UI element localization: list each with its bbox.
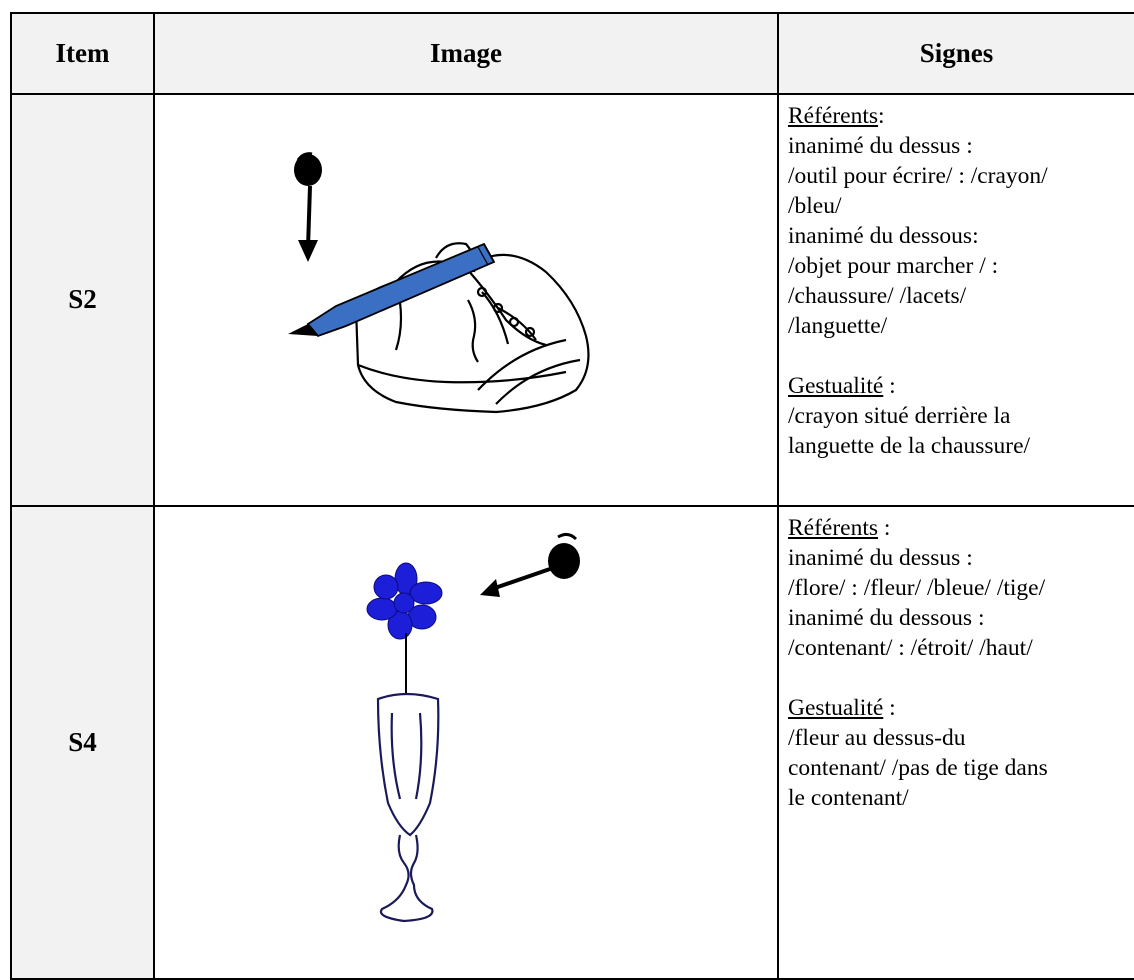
- signs-table: Item Image Signes S2: [10, 12, 1134, 980]
- header-signes: Signes: [777, 12, 1134, 95]
- referents-heading: Référents:: [788, 101, 1128, 131]
- header-item: Item: [10, 12, 155, 95]
- gestualite-line: le contenant/: [788, 785, 909, 812]
- signs-cell: Référents : inanimé du dessus : /flore/ …: [777, 505, 1134, 980]
- referent-line: inanimé du dessus :: [788, 132, 973, 159]
- gestualite-line: /fleur au dessus-du: [788, 725, 966, 752]
- referent-line: /chaussure/ /lacets/: [788, 282, 967, 309]
- referent-line: /objet pour marcher / :: [788, 252, 999, 279]
- signs-cell: Référents: inanimé du dessus : /outil po…: [777, 92, 1134, 508]
- referent-line: /flore/ : /fleur/ /bleue/ /tige/: [788, 575, 1046, 602]
- referents-heading: Référents :: [788, 513, 1128, 543]
- item-label: S2: [10, 92, 155, 508]
- gestualite-heading: Gestualité :: [788, 371, 1128, 401]
- referent-line: /contenant/ : /étroit/ /haut/: [788, 635, 1033, 662]
- gestualite-title: Gestualité: [788, 372, 884, 399]
- spacer: [788, 341, 1128, 371]
- spacer: [788, 663, 1128, 693]
- referent-line: inanimé du dessous :: [788, 605, 985, 632]
- gesture-arrow-icon: [294, 152, 322, 262]
- vase-icon: [376, 692, 440, 922]
- image-cell: [153, 505, 779, 980]
- referents-title: Référents: [788, 515, 879, 542]
- shoe-icon: [354, 242, 590, 414]
- gestualite-line: languette de la chaussure/: [788, 432, 1031, 459]
- referents-colon: :: [878, 102, 885, 129]
- referent-line: inanimé du dessous:: [788, 222, 979, 249]
- gestualite-colon: :: [883, 372, 896, 399]
- gestualite-colon: :: [883, 695, 896, 722]
- gestualite-heading: Gestualité :: [788, 693, 1128, 723]
- table-row: S4: [10, 505, 1134, 980]
- referent-line: inanimé du dessus :: [788, 545, 973, 572]
- referent-line: /outil pour écrire/ : /crayon/: [788, 162, 1048, 189]
- item-label: S4: [10, 505, 155, 980]
- referent-line: /languette/: [788, 312, 888, 339]
- flower-icon: [366, 562, 443, 640]
- table-header-row: Item Image Signes: [10, 12, 1134, 95]
- image-cell: [153, 92, 779, 508]
- gestualite-line: contenant/ /pas de tige dans: [788, 755, 1048, 782]
- referents-colon: :: [878, 515, 891, 542]
- gestualite-title: Gestualité: [788, 695, 884, 722]
- shoe-pencil-illustration: [288, 152, 590, 414]
- table-row: S2: [10, 92, 1134, 508]
- referent-line: /bleu/: [788, 192, 842, 219]
- referents-title: Référents: [788, 102, 879, 129]
- header-image: Image: [153, 12, 779, 95]
- gestualite-line: /crayon situé derrière la: [788, 402, 1011, 429]
- pencil-icon: [288, 242, 496, 338]
- flower-vase-illustration: [366, 532, 580, 922]
- gesture-arrow-icon: [480, 532, 580, 597]
